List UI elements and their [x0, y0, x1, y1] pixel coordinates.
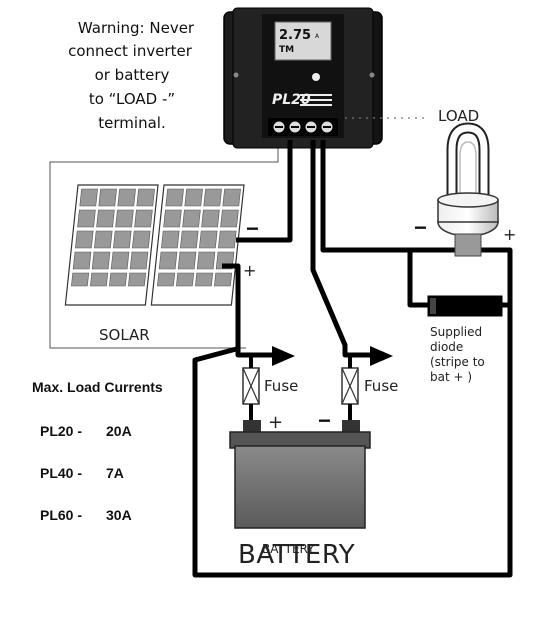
load-bulb — [437, 122, 499, 257]
battery — [229, 420, 371, 529]
solar-label: SOLAR — [99, 326, 150, 344]
load-row-model: PL40 - — [40, 465, 82, 481]
solar-panels — [64, 184, 245, 306]
solar-plus-sign: + — [243, 261, 256, 280]
solar-negative-wire — [236, 140, 293, 243]
load-row-current: 7A — [106, 465, 124, 481]
diode-label-3: (stripe to — [430, 355, 485, 369]
indicator-led — [312, 73, 320, 81]
load-plus-sign: + — [503, 225, 516, 244]
fuse-left — [242, 355, 260, 425]
warning-line-5: terminal. — [98, 114, 165, 132]
load-currents-table: Max. Load Currents PL20 - 20A PL40 - 7A … — [32, 379, 163, 523]
diode-label-1: Supplied — [430, 325, 482, 339]
warning-line-1: Warning: Never — [78, 19, 195, 37]
warning-text: Warning: Never connect inverter or batte… — [68, 19, 195, 132]
solar-minus-sign: − — [246, 216, 259, 241]
mount-hole-left — [233, 72, 239, 78]
lcd-screen — [274, 21, 332, 61]
load-row-model: PL60 - — [40, 507, 82, 523]
diode-wire-left — [407, 250, 430, 308]
load-row-current: 30A — [106, 507, 132, 523]
mount-hole-right — [369, 72, 375, 78]
lcd-mode: TM — [279, 45, 294, 55]
warning-line-2: connect inverter — [68, 42, 193, 60]
load-positive-loop-wire — [192, 140, 513, 578]
solar-controller: 2.75 A TM PL20 — [223, 7, 383, 149]
diode-stripe — [430, 298, 436, 314]
warning-line-4: to “LOAD -” — [89, 90, 175, 108]
battery-small-label: BATTERY — [262, 542, 315, 556]
diode — [427, 295, 503, 317]
wires — [192, 140, 513, 578]
load-minus-sign: − — [414, 215, 427, 240]
terminal-block — [268, 118, 338, 136]
fuse-left-label: Fuse — [264, 377, 298, 395]
fuse-right — [341, 355, 359, 425]
warning-box-outline — [49, 145, 279, 349]
diode-label-4: bat + ) — [430, 370, 472, 384]
battery-plus-sign: + — [268, 412, 283, 433]
battery-negative-wire — [310, 140, 380, 358]
arrow-positive — [272, 346, 295, 366]
load-row-current: 20A — [106, 423, 132, 439]
warning-line-3: or battery — [95, 66, 170, 84]
solar-positive-to-fuse-wire — [222, 263, 283, 358]
load-row-model: PL20 - — [40, 423, 82, 439]
load-currents-title: Max. Load Currents — [32, 379, 163, 395]
battery-minus-sign: − — [318, 408, 331, 433]
load-label: LOAD — [438, 107, 479, 125]
bulb-base — [454, 233, 482, 257]
arrow-negative — [370, 346, 393, 366]
lcd-value: 2.75 — [279, 28, 311, 43]
diode-label-2: diode — [430, 340, 463, 354]
battery-label: BATTERY — [238, 540, 355, 570]
lcd-unit: A — [315, 33, 320, 40]
fuse-right-label: Fuse — [364, 377, 398, 395]
